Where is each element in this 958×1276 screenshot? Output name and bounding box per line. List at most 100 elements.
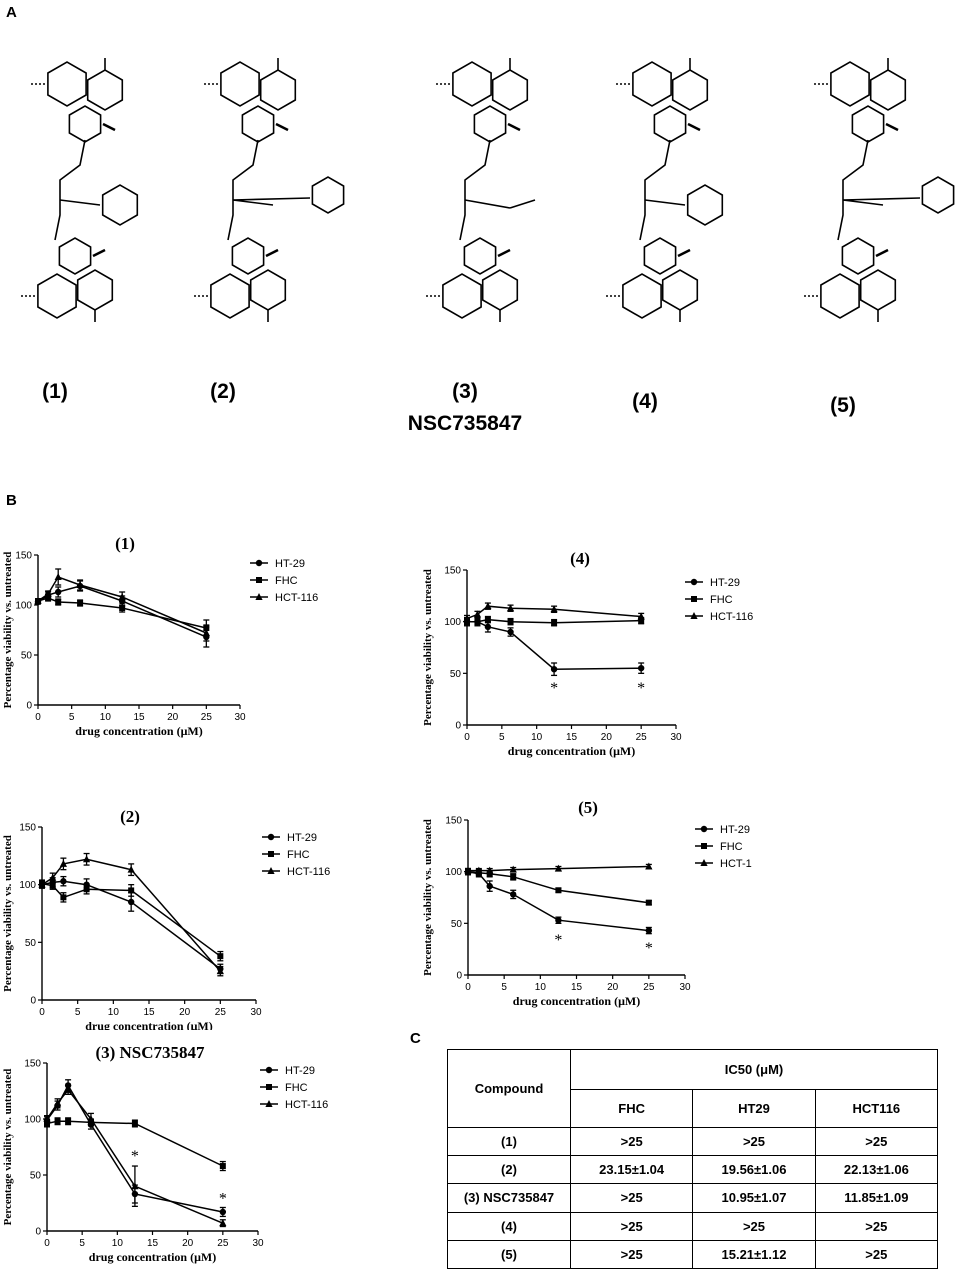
data-point xyxy=(463,614,471,622)
compound-name-nsc735847: NSC735847 xyxy=(407,412,523,435)
chart-title: (1) xyxy=(115,535,135,553)
lactone-ring xyxy=(851,105,885,143)
x-tick-label: 5 xyxy=(501,982,507,993)
linker-chain xyxy=(227,139,259,241)
lactone-ring xyxy=(653,105,687,143)
x-tick-label: 20 xyxy=(601,732,613,743)
legend-marker xyxy=(690,578,698,586)
x-tick-label: 0 xyxy=(39,1007,45,1018)
significance-asterisk: * xyxy=(131,1148,139,1165)
legend-marker xyxy=(267,833,275,841)
x-tick-label: 20 xyxy=(167,712,179,723)
data-point xyxy=(507,628,514,636)
x-axis-label: drug concentration (μM) xyxy=(75,724,202,738)
data-point xyxy=(60,894,67,901)
data-point xyxy=(473,610,482,618)
x-tick-label: 15 xyxy=(143,1007,155,1018)
data-point xyxy=(119,605,126,611)
series-ht-29 xyxy=(464,867,653,935)
data-point xyxy=(64,1085,72,1093)
peroxide-ring xyxy=(47,61,87,107)
data-point xyxy=(638,617,645,624)
chemical-structures xyxy=(20,58,955,322)
legend-label: HT-29 xyxy=(275,558,305,570)
amine-bond xyxy=(59,199,101,206)
data-point xyxy=(551,619,558,626)
chart-title: (2) xyxy=(120,807,140,826)
series-line xyxy=(467,620,642,670)
table-row: (4) >25 >25 >25 xyxy=(447,1211,939,1241)
legend-label: FHC xyxy=(275,575,298,587)
amine-bond xyxy=(644,199,686,206)
data-point xyxy=(484,623,492,631)
x-tick-label: 15 xyxy=(147,1238,159,1249)
table-header-fhc: FHC xyxy=(569,1089,694,1128)
y-tick-label: 0 xyxy=(26,701,32,712)
legend-marker xyxy=(266,1084,272,1090)
data-point xyxy=(59,859,67,867)
data-point xyxy=(645,862,653,870)
legend-label: FHC xyxy=(287,849,310,861)
lactone-ring xyxy=(241,105,275,143)
legend-marker xyxy=(256,577,262,583)
data-point xyxy=(131,1182,139,1190)
data-point xyxy=(219,1208,227,1216)
data-point xyxy=(550,605,558,613)
peroxide-ring xyxy=(830,61,870,107)
data-point xyxy=(486,882,493,890)
data-point xyxy=(34,597,42,604)
table-cell: >25 xyxy=(569,1239,694,1270)
table-cell: 11.85±1.09 xyxy=(814,1183,939,1213)
x-tick-label: 30 xyxy=(252,1238,264,1249)
legend-label: FHC xyxy=(720,841,743,853)
x-tick-label: 15 xyxy=(571,982,583,993)
table-cell: >25 xyxy=(814,1239,939,1270)
data-point xyxy=(54,573,62,580)
legend-label: FHC xyxy=(285,1082,308,1094)
table-cell: >25 xyxy=(814,1126,939,1157)
peroxide-ring xyxy=(622,273,662,319)
data-point xyxy=(55,588,62,596)
y-tick-label: 0 xyxy=(456,971,462,982)
data-point xyxy=(54,1118,61,1125)
legend-label: HT-29 xyxy=(720,824,750,836)
cyclohexane-ring xyxy=(249,269,287,311)
x-tick-label: 30 xyxy=(670,732,682,743)
series-line xyxy=(467,870,649,904)
data-point xyxy=(475,866,483,874)
data-point xyxy=(55,599,62,605)
y-tick-label: 50 xyxy=(451,919,463,930)
structure-1 xyxy=(20,58,139,322)
peroxide-ring xyxy=(37,273,77,319)
legend-label: FHC xyxy=(710,594,733,606)
y-tick-label: 150 xyxy=(24,1059,41,1070)
amine-bond xyxy=(232,199,274,206)
table-cell-compound: (1) xyxy=(447,1126,571,1157)
data-point xyxy=(87,1115,95,1122)
table-cell: >25 xyxy=(814,1211,939,1241)
series-hct-116 xyxy=(43,1084,227,1228)
x-tick-label: 5 xyxy=(499,732,505,743)
peroxide-ring xyxy=(210,273,250,319)
table-header-compound: Compound xyxy=(447,1049,571,1128)
legend-label: HT-29 xyxy=(710,577,740,589)
table-cell: 10.95±1.07 xyxy=(692,1183,816,1213)
data-point xyxy=(554,864,563,872)
table-cell: 22.13±1.06 xyxy=(814,1155,939,1185)
x-tick-label: 10 xyxy=(108,1007,120,1018)
series-hct-1 xyxy=(464,862,653,874)
x-axis-label: drug concentration (μM) xyxy=(89,1250,216,1264)
series-hct-116 xyxy=(38,852,224,977)
methyl-wedge xyxy=(507,122,521,132)
data-point xyxy=(484,602,492,610)
lactone-ring xyxy=(841,237,875,275)
series-ht-29 xyxy=(34,580,210,648)
methyl-wedge xyxy=(275,122,289,132)
data-point xyxy=(131,1120,138,1127)
x-tick-label: 30 xyxy=(679,982,691,993)
significance-asterisk: * xyxy=(219,1190,227,1207)
x-tick-label: 10 xyxy=(100,712,112,723)
cyclohexane-ring xyxy=(76,269,114,311)
